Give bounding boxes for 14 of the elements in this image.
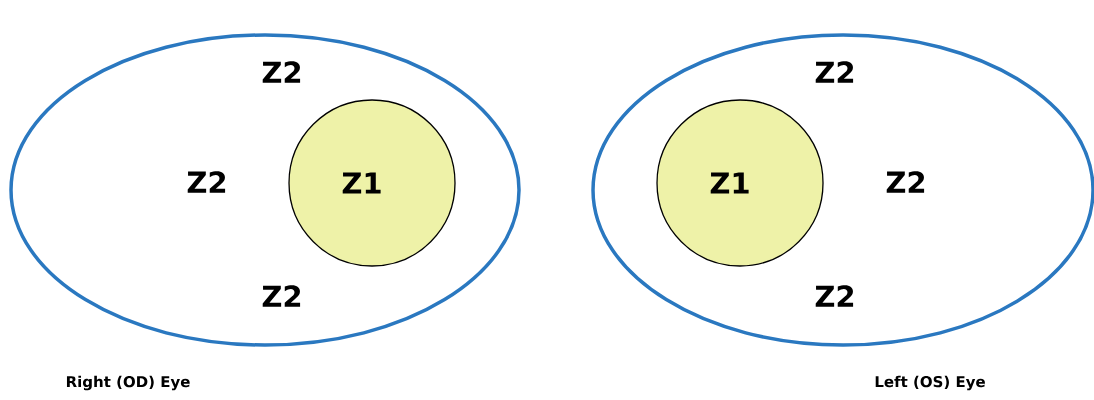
zone-circle xyxy=(288,99,456,267)
zone-label: Z2 xyxy=(886,171,925,193)
zone-circle xyxy=(656,99,824,267)
zone-label: Z2 xyxy=(815,285,854,307)
eye-outline xyxy=(9,33,521,347)
eye-caption: Right (OD) Eye xyxy=(66,375,190,391)
zone-label: Z2 xyxy=(815,61,854,83)
zone-label: Z2 xyxy=(262,61,301,83)
eye-caption: Left (OS) Eye xyxy=(875,375,985,391)
zone-label: Z2 xyxy=(262,285,301,307)
eye-outline xyxy=(591,33,1094,347)
zone-label: Z2 xyxy=(187,171,226,193)
zone-label: Z1 xyxy=(342,172,381,194)
zone-label: Z1 xyxy=(710,172,749,194)
